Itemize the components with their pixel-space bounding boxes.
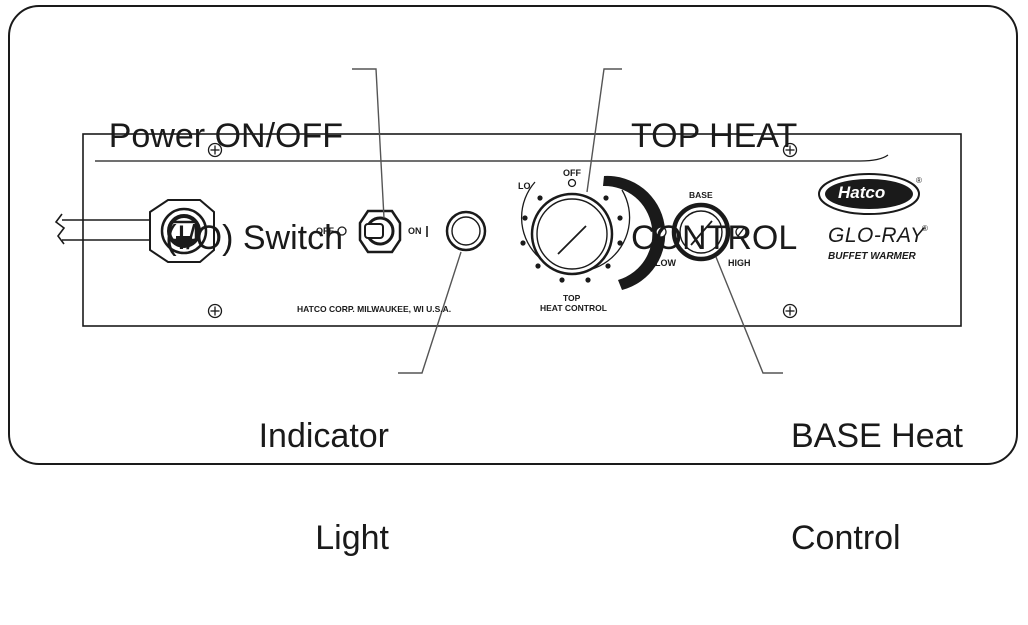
callout-indicator-light: Indicator Light	[180, 351, 389, 623]
callout-indicator-line2: Light	[315, 519, 389, 557]
callout-power-switch-line1: Power ON/OFF	[108, 117, 343, 155]
callout-power-switch-line2: (I/O) Switch	[165, 219, 343, 257]
top-dial-caption-line1: TOP	[563, 293, 581, 303]
toggle-switch-icon[interactable]	[337, 209, 428, 254]
outer-frame	[8, 5, 1018, 465]
brand-product-registered: ®	[922, 224, 928, 233]
brand-logo-registered: ®	[916, 176, 922, 185]
power-cord-icon	[54, 199, 215, 263]
base-dial-low-label: LOW	[655, 258, 676, 268]
leader-base-heat	[715, 256, 783, 374]
screw-icon	[207, 142, 223, 158]
indicator-light-icon	[445, 210, 487, 252]
diagram-stage: Power ON/OFF (I/O) Switch TOP HEAT CONTR…	[8, 5, 1018, 555]
callout-indicator-line1: Indicator	[258, 417, 389, 455]
base-heat-dial-icon[interactable]	[655, 202, 747, 262]
top-dial-off-label: OFF	[563, 168, 581, 178]
top-heat-dial-icon[interactable]	[520, 175, 666, 290]
leader-top-heat	[586, 68, 622, 193]
callout-base-heat-line1: BASE Heat	[791, 417, 963, 455]
callout-top-heat-line1: TOP HEAT	[631, 117, 798, 155]
top-dial-hi-label: HI	[622, 181, 631, 191]
hatco-logo-icon	[818, 173, 920, 215]
brand-product-name: GLO-RAY	[828, 224, 925, 247]
callout-top-heat-line2: CONTROL	[631, 219, 798, 257]
switch-off-label: OFF	[316, 226, 334, 236]
panel-drawing	[8, 5, 1018, 465]
base-dial-high-label: HIGH	[728, 258, 751, 268]
top-dial-lo-label: LO	[518, 181, 531, 191]
screw-icon	[782, 303, 798, 319]
brand-subtitle: BUFFET WARMER	[828, 251, 916, 262]
leader-power-switch	[352, 68, 385, 219]
leader-indicator	[398, 251, 462, 374]
base-dial-title-label: BASE	[689, 190, 713, 200]
brand-logo-text: Hatco	[838, 183, 886, 202]
top-dial-caption-line2: HEAT CONTROL	[540, 303, 607, 313]
callout-top-heat: TOP HEAT CONTROL	[631, 51, 851, 323]
control-panel-plate	[82, 133, 962, 327]
switch-on-label: ON	[408, 226, 422, 236]
leader-lines	[352, 68, 783, 374]
callout-power-switch: Power ON/OFF (I/O) Switch	[60, 51, 343, 323]
callout-base-heat: BASE Heat Control	[791, 351, 1001, 623]
screw-icon	[782, 142, 798, 158]
panel-bevel-line	[95, 154, 889, 162]
manufacturer-label: HATCO CORP. MILWAUKEE, WI U.S.A.	[297, 304, 452, 314]
callout-base-heat-line2: Control	[791, 519, 901, 557]
screw-icon	[207, 303, 223, 319]
